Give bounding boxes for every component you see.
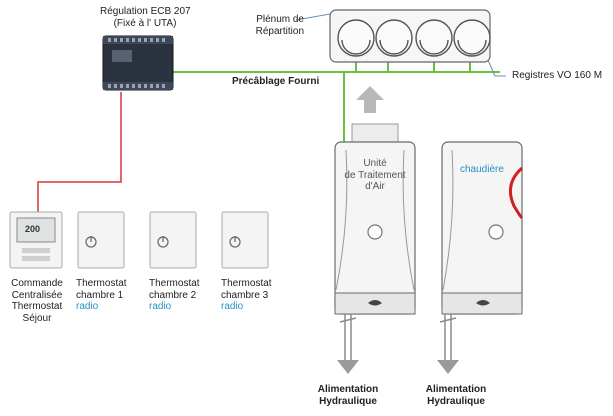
control-wire xyxy=(37,92,122,212)
supply-arrow-icon xyxy=(437,360,459,374)
supply-label-uta: Alimentation Hydraulique xyxy=(317,384,379,407)
thermostat-display: 200 xyxy=(25,224,41,234)
controller-box xyxy=(102,35,174,91)
hydraulic-pipes-boiler xyxy=(439,314,457,362)
boiler-label: chaudière xyxy=(460,164,504,175)
thermostat-room-3-caption: Thermostat chambre 3 radio xyxy=(221,278,272,312)
supply-label-boiler: Alimentation Hydraulique xyxy=(425,384,487,407)
thermostat-room-2 xyxy=(149,211,197,269)
thermostat-room-1-caption: Thermostat chambre 1 radio xyxy=(76,278,127,312)
thermostat-room-2-caption: Thermostat chambre 2 radio xyxy=(149,278,200,312)
thermostat-central-caption: Commande Centralisée Thermostat Séjour xyxy=(11,278,63,324)
plenum-box xyxy=(329,9,491,63)
register-2 xyxy=(375,19,413,57)
supply-arrow-icon xyxy=(337,360,359,374)
plenum-label: Plénum de Répartition xyxy=(255,14,304,37)
thermostat-room-1 xyxy=(77,211,125,269)
thermostat-central xyxy=(9,211,63,269)
register-1 xyxy=(337,19,375,57)
uta-label: Unité de Traitement d'Air xyxy=(344,158,406,192)
wiring-label: Précâblage Fourni xyxy=(232,76,320,87)
hydraulic-pipes-uta xyxy=(339,314,357,362)
registres-label: Registres VO 160 M xyxy=(512,70,603,81)
thermostat-room-3 xyxy=(221,211,269,269)
airflow-arrow-icon xyxy=(356,86,384,113)
register-3 xyxy=(415,19,453,57)
register-4 xyxy=(453,19,491,57)
uta-unit xyxy=(334,123,416,315)
boiler-unit xyxy=(441,141,524,315)
controller-title: Régulation ECB 207 (Fixé à l' UTA) xyxy=(100,6,191,29)
